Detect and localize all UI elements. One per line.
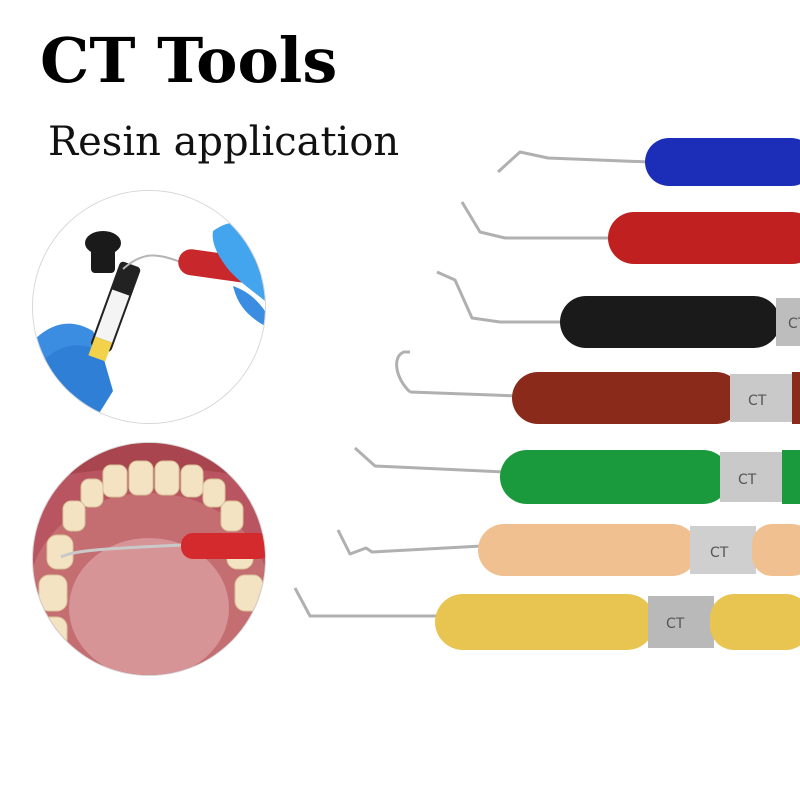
instrument-blue (496, 138, 800, 186)
resin-application-photo (32, 190, 266, 424)
band-green (720, 452, 786, 502)
instrument-yellow: CT (293, 587, 800, 650)
band-brown (730, 374, 796, 422)
instrument-brown: CT (395, 350, 800, 424)
resin-application-illustration (33, 191, 265, 423)
band-black (776, 298, 800, 346)
instrument-black: CT (436, 270, 800, 348)
handle-peach (478, 524, 698, 576)
handle-black (560, 296, 780, 348)
handle-brown (512, 372, 742, 424)
band-peach (690, 526, 756, 574)
instrument-green: CT (353, 446, 800, 504)
instrument-red (460, 201, 800, 264)
page-title: CT Tools (40, 24, 338, 97)
band-label-green: CT (738, 472, 757, 488)
instrument-peach: CT (336, 524, 800, 576)
handle-yellow (435, 594, 655, 650)
band-yellow (648, 596, 714, 648)
band-label-yellow: CT (666, 616, 685, 632)
band-label-brown: CT (748, 393, 767, 409)
band-label-peach: CT (710, 545, 729, 561)
handle-green (500, 450, 730, 504)
page-subtitle: Resin application (48, 119, 400, 165)
band-label-black: CT (788, 316, 800, 332)
handle-blue (645, 138, 800, 186)
handle-red (608, 212, 800, 264)
